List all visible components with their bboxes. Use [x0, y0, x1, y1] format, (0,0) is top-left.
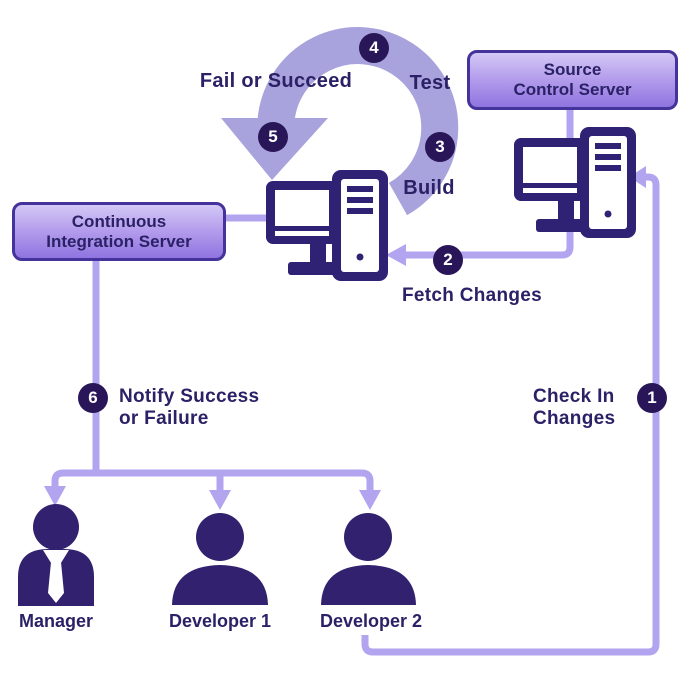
connector-lines [51, 104, 660, 656]
dev1-arrowhead-icon [209, 490, 231, 510]
developer2-label: Developer 2 [319, 611, 423, 631]
cycle-arrow-icon [221, 27, 459, 216]
manager-arrowhead-icon [44, 486, 66, 506]
fetch-arrowhead-icon [386, 244, 406, 266]
step-badge-3: 3 [425, 132, 455, 162]
check-in-arrowhead-icon [629, 166, 646, 188]
check-in-line2: Changes [533, 408, 616, 429]
manager-label: Manager [18, 611, 94, 631]
step-badge-2: 2 [433, 245, 463, 275]
test-label: Test [409, 72, 451, 94]
connector-check-in [361, 173, 660, 656]
source-control-computer-icon [514, 127, 636, 238]
ci-server-computer-icon [266, 170, 388, 281]
notify-line1: Notify Success [119, 386, 260, 407]
developer2-icon [321, 513, 416, 605]
ci-box-line2: Integration Server [46, 231, 192, 251]
step-badge-5: 5 [258, 122, 288, 152]
connector-distribution [51, 469, 374, 492]
build-label: Build [403, 177, 455, 199]
fetch-changes-label: Fetch Changes [401, 285, 543, 306]
developer1-label: Developer 1 [168, 611, 272, 631]
notify-label: Notify Success or Failure [119, 386, 259, 430]
connector-arrowheads [44, 166, 646, 510]
continuous-integration-server-box: Continuous Integration Server [12, 202, 226, 261]
people-icons [18, 504, 416, 606]
manager-icon [18, 504, 94, 606]
step-badge-4: 4 [359, 33, 389, 63]
step-badge-1: 1 [637, 383, 667, 413]
notify-line2: or Failure [119, 408, 209, 429]
source-control-server-box: Source Control Server [467, 50, 678, 110]
fail-or-succeed-label: Fail or Succeed [199, 70, 353, 92]
ci-box-line1: Continuous [71, 211, 167, 231]
scs-box-line1: Source [543, 60, 602, 79]
developer1-icon [172, 513, 268, 605]
dev2-arrowhead-icon [359, 490, 381, 510]
check-in-line1: Check In [533, 386, 615, 407]
check-in-changes-label: Check In Changes [533, 386, 615, 430]
step-badge-6: 6 [78, 383, 108, 413]
connector-fetch-changes [406, 104, 574, 259]
scs-box-line2: Control Server [513, 80, 632, 99]
